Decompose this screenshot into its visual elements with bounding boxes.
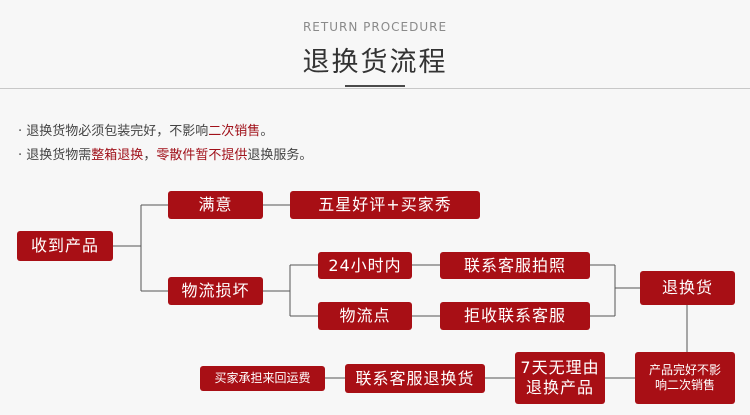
condition-intact-box: 产品完好不影 响二次销售	[635, 352, 735, 404]
rule-text: 退换货物必须包装完好，不影响	[26, 124, 209, 139]
rule-text: 。	[260, 124, 274, 139]
condition-line: 响二次销售	[654, 378, 715, 392]
rule-item: · 退换货物必须包装完好，不影响二次销售。	[18, 120, 312, 144]
rules-list: · 退换货物必须包装完好，不影响二次销售。 · 退换货物需整箱退换，零散件暂不提…	[18, 120, 312, 168]
seven-day-line: 退换产品	[525, 378, 594, 397]
page-title: 退换货流程	[302, 47, 448, 78]
seven-day-line: 7天无理由	[520, 358, 600, 377]
within-24-hours-box: 24小时内	[318, 252, 412, 279]
rule-item: · 退换货物需整箱退换，零散件暂不提供退换服务。	[18, 144, 312, 168]
buyer-pays-shipping-box: 买家承担来回运费	[200, 366, 325, 391]
satisfied-box: 满意	[168, 191, 263, 219]
logistics-point-box: 物流点	[318, 302, 412, 330]
rule-text: ，	[143, 148, 157, 163]
bullet: ·	[18, 124, 23, 139]
page-subtitle: RETURN PROCEDURE	[302, 20, 448, 34]
rule-text: 退换服务。	[247, 148, 313, 163]
header-divider	[0, 88, 750, 89]
return-exchange-box: 退换货	[640, 271, 735, 305]
logistics-damaged-box: 物流损坏	[168, 277, 263, 305]
contact-service-photo-box: 联系客服拍照	[440, 252, 590, 279]
bullet: ·	[18, 148, 23, 163]
rule-highlight: 零散件暂不提供	[156, 148, 248, 163]
rule-text: 退换货物需	[26, 148, 92, 163]
header: RETURN PROCEDURE 退换货流程	[0, 0, 750, 100]
contact-service-return-box: 联系客服退换货	[345, 364, 485, 393]
receive-product-box: 收到产品	[17, 231, 113, 261]
seven-day-return-box: 7天无理由 退换产品	[515, 352, 605, 404]
five-star-review-box: 五星好评+买家秀	[290, 191, 480, 219]
rule-highlight: 二次销售	[208, 124, 261, 139]
condition-line: 产品完好不影	[648, 363, 721, 377]
refuse-contact-service-box: 拒收联系客服	[440, 302, 590, 330]
rule-highlight: 整箱退换	[91, 148, 144, 163]
title-underline	[345, 85, 405, 87]
